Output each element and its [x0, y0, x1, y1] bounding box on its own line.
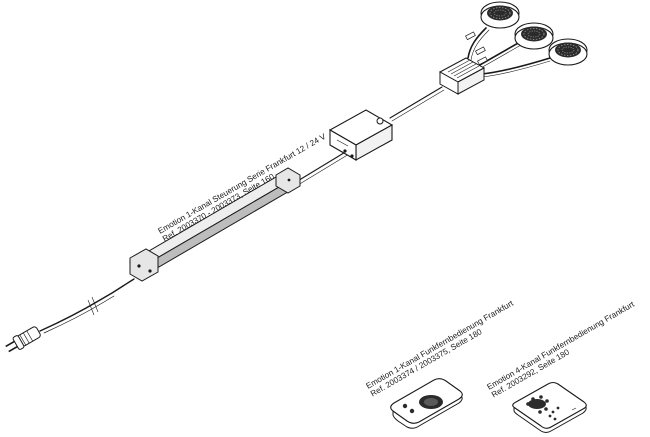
controller-box-icon: [328, 109, 394, 161]
distributor-icon: [438, 57, 486, 95]
controller-to-distributor-cable: [389, 86, 443, 119]
spot2-cable: [477, 41, 521, 67]
spot3-cable: [481, 57, 551, 75]
cable-break-mark: [87, 296, 99, 316]
remote-control-icon: [390, 378, 463, 429]
remote4-label-line1: Emotion 4-Kanal Funkfernbedienung Frankf…: [486, 299, 637, 391]
spotlight-icon: [514, 22, 554, 50]
led-driver-icon: [129, 167, 301, 282]
spotlight-icon: [480, 1, 520, 29]
controller-label-line1: Emotion 1-Kanal Steuerung Serie Frankfur…: [157, 132, 328, 236]
mains-cable: [39, 278, 135, 332]
eu-plug-icon: [5, 326, 41, 353]
spotlight-icon: [548, 38, 588, 66]
connector-plugs: [465, 31, 488, 65]
driver-to-controller-cable: [295, 147, 353, 183]
spot1-cable: [467, 27, 487, 59]
remote-control-icon: [512, 381, 587, 433]
remote1-label-line1: Emotion 1-Kanal Funkfernbedienung Frankf…: [365, 298, 516, 390]
